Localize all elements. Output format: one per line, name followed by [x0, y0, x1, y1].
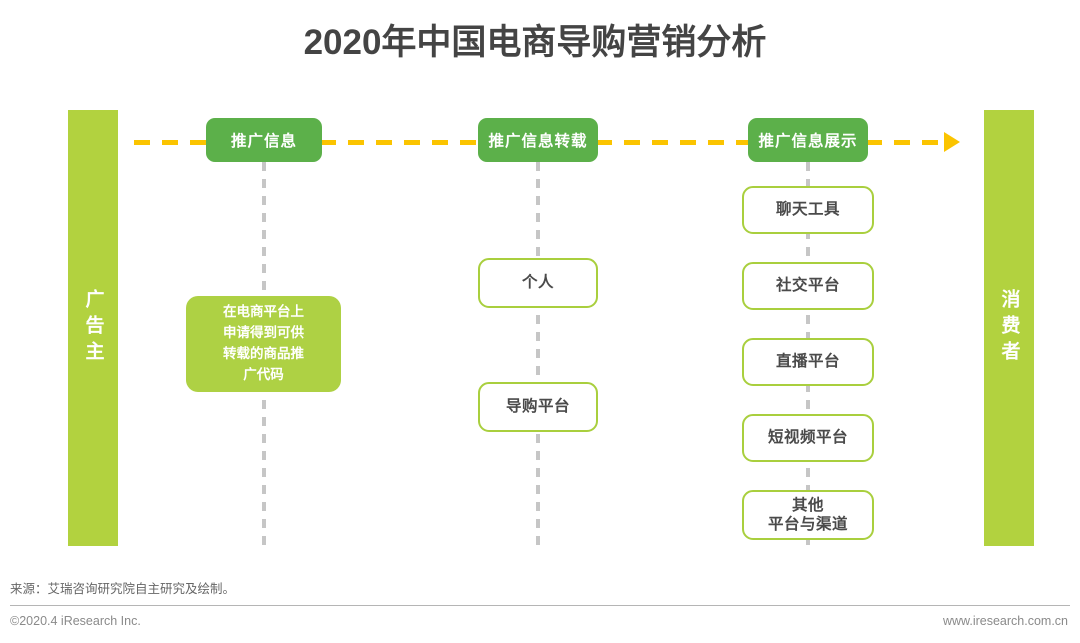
box-other-platforms-channels-text: 其他 平台与渠道 [768, 496, 848, 535]
note-line-3: 转载的商品推 [223, 346, 304, 361]
actor-bar-consumer-label: 消费者 [998, 289, 1020, 367]
actor-bar-consumer: 消费者 [984, 110, 1034, 546]
copyright-text: ©2020.4 iResearch Inc. [10, 614, 141, 628]
box-other-platforms-channels[interactable]: 其他 平台与渠道 [742, 490, 874, 540]
note-box-promo-code[interactable]: 在电商平台上 申请得到可供 转载的商品推 广代码 [186, 296, 341, 392]
actor-bar-advertiser: 广告主 [68, 110, 118, 546]
column-header-promo-info[interactable]: 推广信息 [206, 118, 322, 162]
note-box-promo-code-text: 在电商平台上 申请得到可供 转载的商品推 广代码 [223, 302, 304, 386]
connector-line-col2 [536, 162, 540, 546]
box-individual[interactable]: 个人 [478, 258, 598, 308]
box-social-platform[interactable]: 社交平台 [742, 262, 874, 310]
actor-bar-advertiser-label: 广告主 [82, 289, 104, 367]
note-line-2: 申请得到可供 [223, 325, 304, 341]
box-guide-platform[interactable]: 导购平台 [478, 382, 598, 432]
box-live-streaming-platform[interactable]: 直播平台 [742, 338, 874, 386]
box-chat-tools[interactable]: 聊天工具 [742, 186, 874, 234]
footer-divider [10, 605, 1070, 606]
flow-dash-segment-2 [320, 140, 480, 145]
other-line-1: 其他 [791, 496, 824, 514]
other-line-2: 平台与渠道 [767, 516, 848, 533]
column-header-promo-display[interactable]: 推广信息展示 [748, 118, 868, 162]
flow-arrow-icon [944, 132, 960, 152]
note-line-1: 在电商平台上 [223, 304, 304, 320]
website-link[interactable]: www.iresearch.com.cn [942, 614, 1068, 628]
source-note: 来源：艾瑞咨询研究院自主研究及绘制。 [10, 582, 236, 596]
flow-dash-segment-3 [596, 140, 748, 145]
note-line-4: 广代码 [243, 366, 284, 382]
page-title: 2020年中国电商导购营销分析 [303, 23, 767, 62]
box-short-video-platform[interactable]: 短视频平台 [742, 414, 874, 462]
flow-dash-segment-4 [866, 140, 944, 145]
flow-dash-segment-1 [134, 140, 208, 145]
column-header-promo-repost[interactable]: 推广信息转载 [478, 118, 598, 162]
